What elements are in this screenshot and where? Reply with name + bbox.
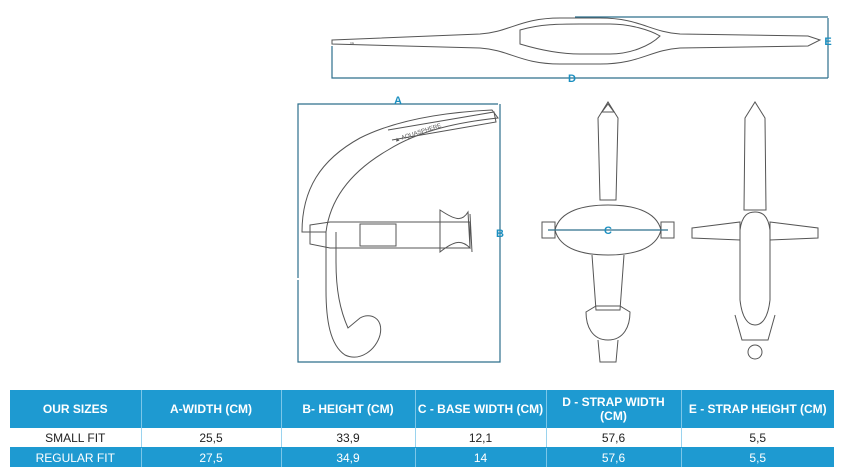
table-row: REGULAR FIT 27,5 34,9 14 57,6 5,5 xyxy=(10,447,834,467)
size-name: REGULAR FIT xyxy=(10,447,142,467)
label-b: B xyxy=(496,228,504,240)
label-a: A xyxy=(394,95,402,107)
dimension-line-a xyxy=(297,103,498,278)
snorkel-back-view xyxy=(691,101,819,360)
header-d-strap-width: D - STRAP WIDTH (CM) xyxy=(546,390,682,428)
header-b-height: B- HEIGHT (CM) xyxy=(281,390,416,428)
header-e-strap-height: E - STRAP HEIGHT (CM) xyxy=(681,390,834,428)
d-strap-width-value: 57,6 xyxy=(546,447,682,467)
header-our-sizes: OUR SIZES xyxy=(10,390,142,428)
dimension-line-d xyxy=(331,18,829,79)
c-base-width-value: 12,1 xyxy=(415,428,547,448)
snorkel-side-view: ▲ AQUASPHERE xyxy=(301,109,499,358)
size-table: OUR SIZES A-WIDTH (CM) B- HEIGHT (CM) C … xyxy=(10,390,834,467)
c-base-width-value: 14 xyxy=(415,447,547,467)
a-width-value: 25,5 xyxy=(141,428,282,448)
dimension-line-b xyxy=(297,104,501,363)
svg-text:▲ AQUASPHERE: ▲ AQUASPHERE xyxy=(394,123,442,144)
e-strap-height-value: 5,5 xyxy=(681,428,834,448)
header-a-width: A-WIDTH (CM) xyxy=(141,390,282,428)
table-row: SMALL FIT 25,5 33,9 12,1 57,6 5,5 xyxy=(10,428,834,448)
d-strap-width-value: 57,6 xyxy=(546,428,682,448)
label-d: D xyxy=(568,73,576,85)
b-height-value: 34,9 xyxy=(281,447,416,467)
size-name: SMALL FIT xyxy=(10,428,142,448)
a-width-value: 27,5 xyxy=(141,447,282,467)
svg-text:CE: CE xyxy=(350,41,354,45)
label-c: C xyxy=(604,225,612,237)
header-c-base-width: C - BASE WIDTH (CM) xyxy=(415,390,547,428)
label-e: E xyxy=(824,36,831,48)
strap-drawing: CE xyxy=(331,17,822,65)
size-table-header: OUR SIZES A-WIDTH (CM) B- HEIGHT (CM) C … xyxy=(10,390,834,428)
e-strap-height-value: 5,5 xyxy=(681,447,834,467)
b-height-value: 33,9 xyxy=(281,428,416,448)
snorkel-diagram: CE ▲ AQUASPHERE xyxy=(297,16,832,363)
